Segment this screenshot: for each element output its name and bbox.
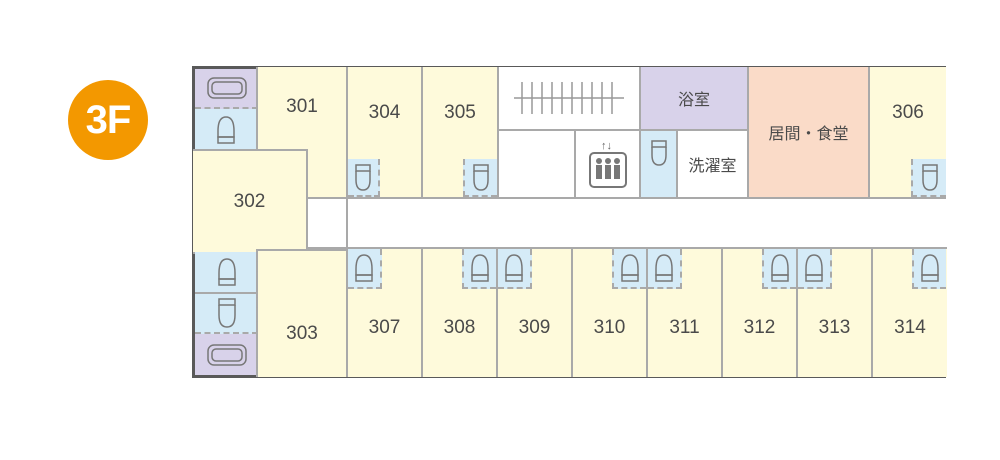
room-301[interactable]: 301 bbox=[256, 67, 348, 159]
elevator-icon: ↑↓ bbox=[588, 140, 627, 188]
room-number: 306 bbox=[892, 102, 924, 123]
toilet-icon bbox=[921, 254, 939, 282]
toilet-310 bbox=[612, 249, 646, 289]
room-number: 310 bbox=[593, 317, 626, 338]
toilet-309 bbox=[498, 249, 532, 289]
toilet-308 bbox=[462, 249, 496, 289]
toilet-icon bbox=[216, 116, 235, 144]
toilet-laundry bbox=[639, 129, 678, 199]
toilet-icon bbox=[655, 254, 673, 282]
toilet-305 bbox=[463, 159, 497, 197]
toilet-icon bbox=[473, 164, 489, 191]
toilet-icon bbox=[650, 140, 667, 166]
bathroom-301 bbox=[195, 69, 258, 109]
toilet-icon bbox=[217, 298, 236, 328]
floor-badge: 3F bbox=[68, 80, 148, 160]
bathroom-303 bbox=[195, 334, 258, 375]
room-number: 303 bbox=[286, 323, 318, 344]
room-number: 305 bbox=[444, 102, 476, 123]
stairs-icon bbox=[514, 82, 624, 114]
bathtub-icon bbox=[206, 343, 247, 366]
toilet-icon bbox=[355, 254, 373, 282]
toilet-313 bbox=[798, 249, 832, 289]
toilet-314 bbox=[912, 249, 946, 289]
toilet-icon bbox=[621, 254, 639, 282]
toilet-303 bbox=[195, 294, 258, 334]
room-number: 311 bbox=[669, 317, 700, 338]
room-number: 312 bbox=[743, 317, 776, 338]
room-number: 301 bbox=[286, 96, 318, 117]
room-314[interactable]: 314 bbox=[871, 247, 947, 377]
room-303[interactable]: 303 bbox=[256, 249, 348, 377]
laundry-room[interactable]: 洗濯室 bbox=[676, 129, 749, 199]
toilet-304 bbox=[348, 159, 380, 197]
toilet-312 bbox=[762, 249, 796, 289]
toilet-icon bbox=[505, 254, 523, 282]
room-number: 307 bbox=[368, 317, 401, 338]
elevator: ↑↓ bbox=[574, 129, 641, 199]
floor-label: 3F bbox=[85, 97, 132, 142]
svg-text:↑↓: ↑↓ bbox=[601, 140, 612, 152]
bathtub-icon bbox=[206, 77, 247, 99]
stairs bbox=[497, 67, 641, 131]
toilet-icon bbox=[217, 258, 236, 286]
room-number: 309 bbox=[518, 317, 551, 338]
toilet-icon bbox=[921, 164, 938, 191]
corridor-end bbox=[306, 197, 348, 249]
corridor bbox=[346, 197, 946, 249]
toilet-302 bbox=[195, 252, 258, 294]
room-number: 302 bbox=[233, 190, 266, 212]
room-number: 313 bbox=[818, 317, 851, 338]
toilet-306 bbox=[911, 159, 946, 197]
toilet-icon bbox=[471, 254, 489, 282]
room-number: 308 bbox=[443, 317, 476, 338]
toilet-311 bbox=[648, 249, 682, 289]
floor-plan: 301 302 304 305 ↑↓ 浴室 洗濯室 居間・食堂 306 303 … bbox=[192, 66, 947, 378]
living-dining-label: 居間・食堂 bbox=[768, 126, 849, 143]
bath-room[interactable]: 浴室 bbox=[639, 67, 749, 131]
toilet-icon bbox=[771, 254, 789, 282]
toilet-icon bbox=[355, 164, 371, 191]
room-number: 314 bbox=[894, 317, 926, 338]
room-301-extension bbox=[306, 155, 348, 201]
room-number: 304 bbox=[368, 102, 401, 123]
living-dining-room[interactable]: 居間・食堂 bbox=[747, 67, 870, 199]
room-302[interactable]: 302 bbox=[193, 149, 308, 254]
bath-label: 浴室 bbox=[677, 92, 710, 109]
toilet-307 bbox=[348, 249, 382, 289]
toilet-icon bbox=[805, 254, 823, 282]
divider bbox=[256, 252, 260, 377]
toilet-301 bbox=[195, 109, 258, 151]
laundry-label: 洗濯室 bbox=[688, 158, 737, 175]
